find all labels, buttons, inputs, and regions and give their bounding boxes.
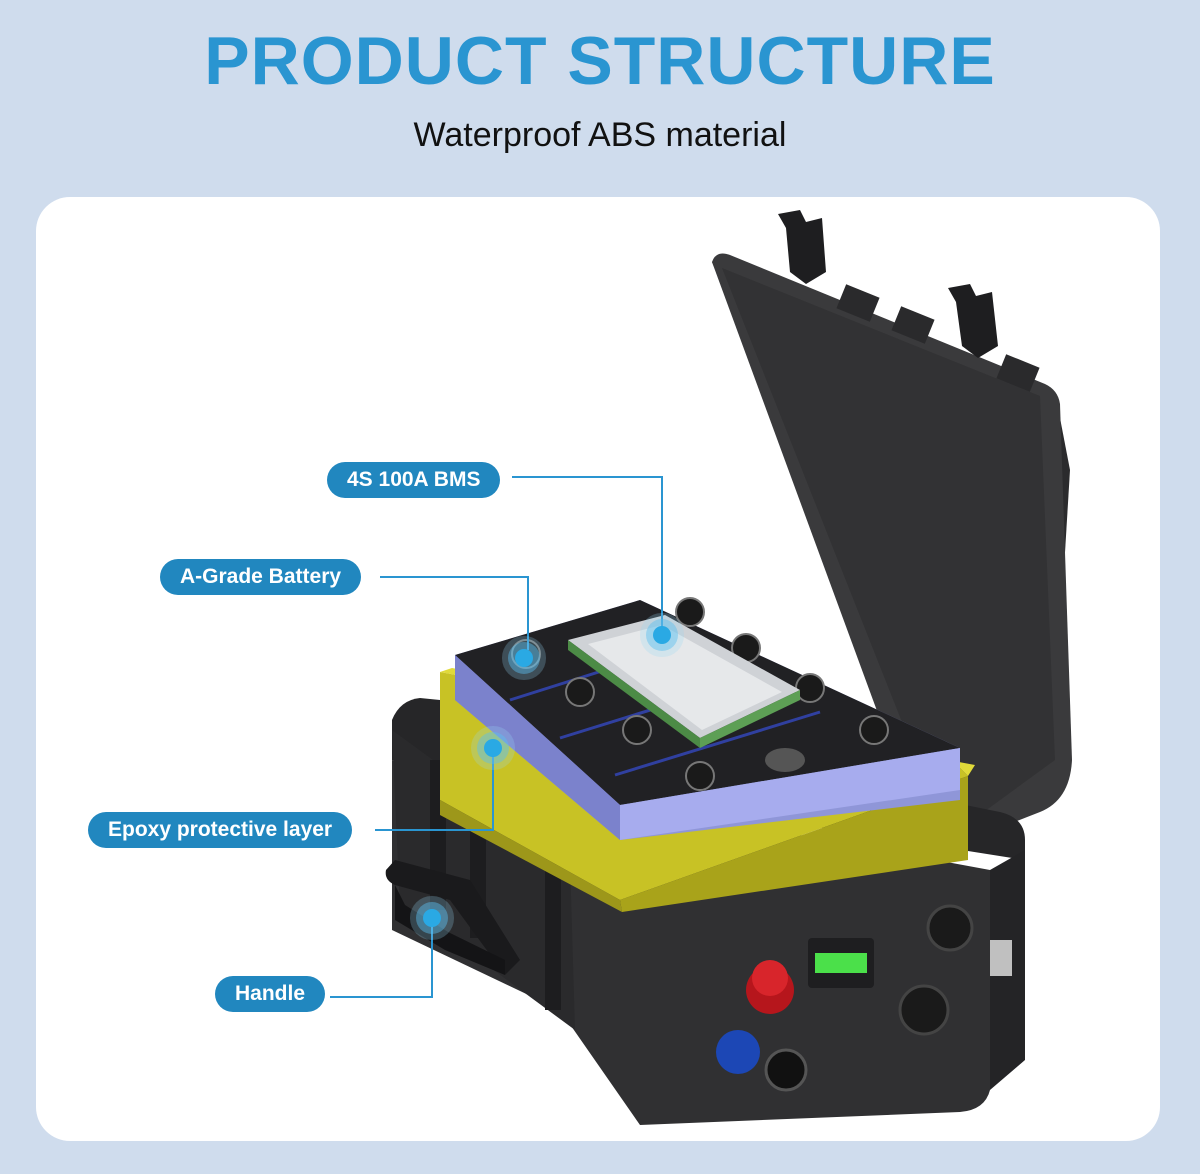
epoxy-marker (484, 739, 502, 757)
latch-left (778, 210, 826, 284)
callout-bms: 4S 100A BMS (327, 462, 501, 498)
bms-board (568, 615, 800, 748)
cell-terminals (511, 597, 889, 791)
page-subtitle: Waterproof ABS material (413, 116, 787, 154)
front-panel (716, 904, 1012, 1092)
bms-marker (653, 626, 671, 644)
leader-lines (330, 476, 663, 998)
handle-marker (423, 909, 441, 927)
page-title: PRODUCT STRUCTURE (204, 23, 996, 99)
callout-epoxy: Epoxy protective layer (88, 812, 353, 848)
callout-handle: Handle (215, 976, 326, 1012)
callout-battery: A-Grade Battery (160, 559, 362, 595)
battery-marker (515, 649, 533, 667)
case-lid (712, 253, 1072, 855)
latch-right (948, 284, 998, 358)
